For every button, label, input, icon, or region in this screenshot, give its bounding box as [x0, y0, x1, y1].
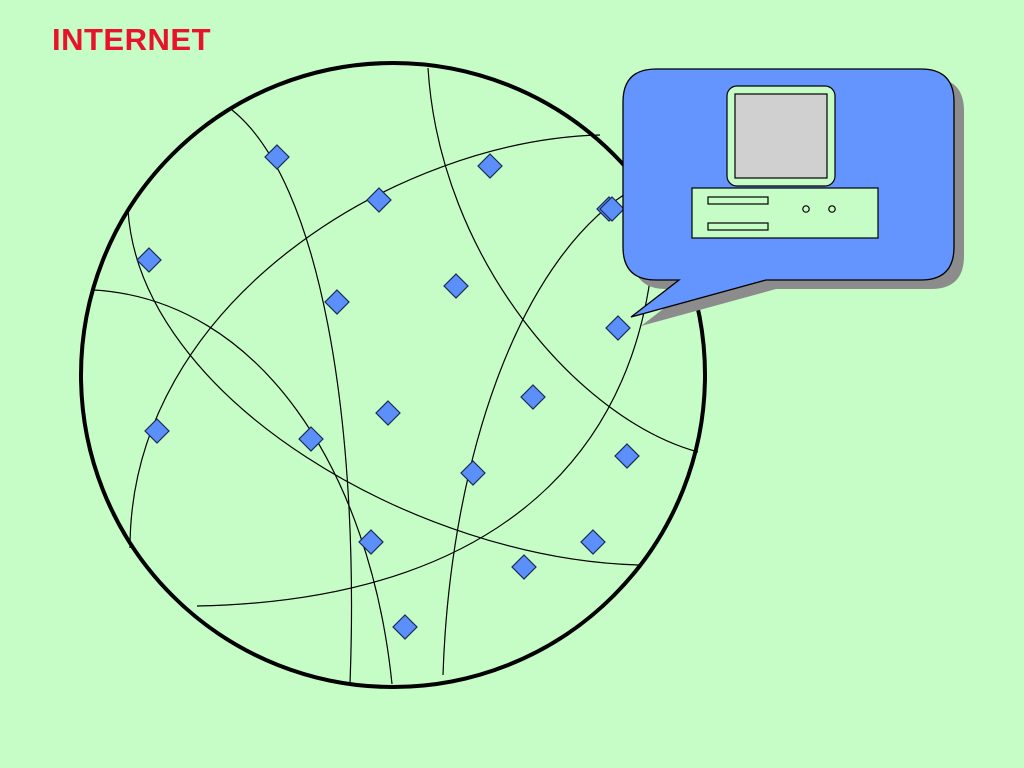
computer-callout — [622, 68, 964, 326]
network-node-icon — [375, 400, 401, 426]
network-node-icon — [298, 426, 324, 452]
monitor-screen — [734, 93, 828, 179]
connection-line — [231, 109, 353, 685]
network-node-icon — [358, 529, 384, 555]
desktop-computer-icon — [691, 85, 879, 239]
connection-line — [127, 209, 641, 566]
internet-globe — [79, 61, 707, 689]
network-node-icon — [144, 418, 170, 444]
network-node-icon — [324, 289, 350, 315]
network-node-icon — [520, 384, 546, 410]
connection-line — [93, 289, 393, 685]
network-node-icon — [443, 273, 469, 299]
network-node-icon — [599, 196, 625, 222]
network-node-icon — [136, 247, 162, 273]
network-node-icon — [264, 144, 290, 170]
power-light — [802, 205, 810, 213]
network-node-icon — [460, 460, 486, 486]
connection-line — [196, 194, 656, 607]
network-node-icon — [366, 187, 392, 213]
network-connection-lines — [93, 67, 699, 685]
connection-line — [129, 134, 601, 549]
network-node-icon — [614, 443, 640, 469]
network-nodes — [136, 144, 640, 640]
reset-light — [828, 205, 836, 213]
network-node-icon — [580, 529, 606, 555]
connection-line — [442, 184, 641, 676]
drive-slot — [707, 222, 769, 231]
page-title: INTERNET — [52, 22, 211, 57]
network-node-icon — [477, 153, 503, 179]
network-node-icon — [605, 315, 631, 341]
drive-slot — [707, 196, 769, 205]
network-node-icon — [511, 554, 537, 580]
network-node-icon — [392, 614, 418, 640]
